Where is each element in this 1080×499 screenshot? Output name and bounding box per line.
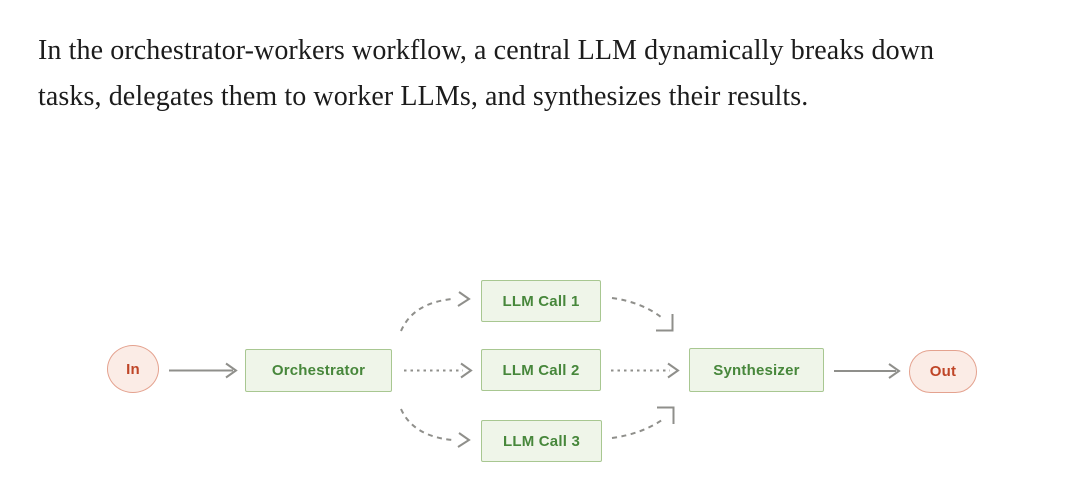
node-llm-call-2-label: LLM Call 2 [502,361,580,379]
node-orchestrator: Orchestrator [245,349,392,392]
arrow-llm3-to-synthesizer [611,406,675,439]
node-llm-call-2: LLM Call 2 [481,349,601,391]
arrow-in-to-orchestrator [169,362,238,379]
intro-paragraph: In the orchestrator-workers workflow, a … [38,28,1058,120]
node-llm-call-1-label: LLM Call 1 [502,292,580,310]
arrow-llm1-to-synthesizer [611,297,674,332]
intro-line-2: tasks, delegates them to worker LLMs, an… [38,81,809,112]
node-out-label: Out [929,363,957,380]
node-out: Out [909,350,977,393]
arrow-synthesizer-to-out [834,363,901,379]
arrow-llm2-to-synthesizer [611,362,680,379]
arrow-orchestrator-to-llm3 [400,408,471,448]
intro-line-1: In the orchestrator-workers workflow, a … [38,35,935,66]
node-in: In [107,345,159,393]
node-llm-call-3: LLM Call 3 [481,420,602,462]
node-llm-call-3-label: LLM Call 3 [502,432,580,450]
node-in-label: In [126,360,140,378]
node-synthesizer-label: Synthesizer [713,361,800,379]
node-llm-call-1: LLM Call 1 [481,280,601,322]
node-orchestrator-label: Orchestrator [271,362,366,379]
arrow-orchestrator-to-llm2 [404,362,473,379]
node-synthesizer: Synthesizer [689,348,824,392]
arrow-orchestrator-to-llm1 [400,291,471,332]
